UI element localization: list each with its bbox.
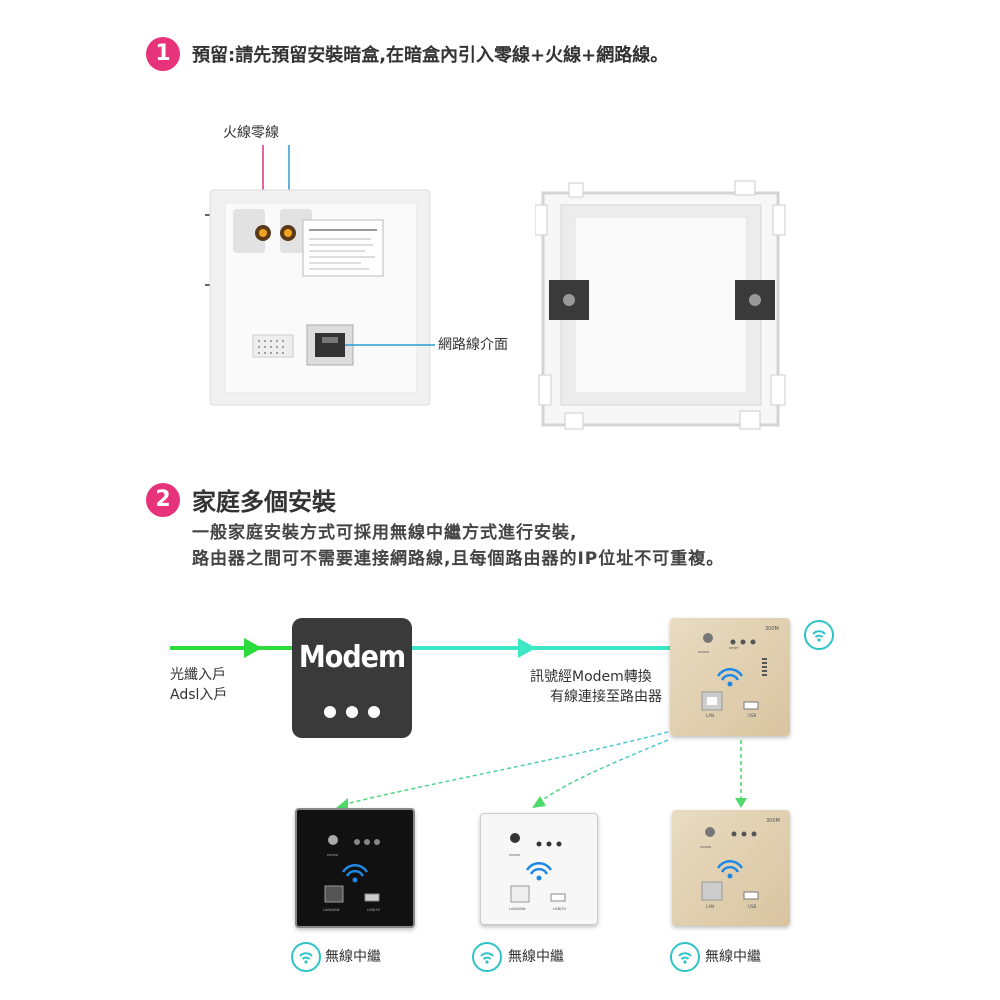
input-label-adsl: Adsl入戶 [170, 687, 228, 703]
step-2-desc-line-1: 一般家庭安裝方式可採用無線中繼方式進行安裝, [192, 523, 578, 543]
router-panel-graphic: POWER LAN/WAN USB/5V [509, 833, 567, 911]
svg-text:RESET: RESET [729, 646, 739, 650]
svg-text:USB/5V: USB/5V [553, 907, 567, 911]
router-panel-graphic: 300M RESET POWER LAN USB [698, 626, 779, 718]
modem-to-router-arrow-head [518, 638, 536, 658]
relay-link-2 [537, 739, 669, 804]
svg-text:LAN: LAN [706, 904, 714, 909]
svg-text:LAN: LAN [706, 713, 714, 718]
svg-text:POWER: POWER [698, 650, 709, 654]
svg-text:USB: USB [748, 713, 756, 718]
svg-text:LAN/WAN: LAN/WAN [323, 908, 340, 912]
relay-3-wifi-icon [670, 942, 700, 972]
svg-text:USB: USB [748, 904, 756, 909]
main-router-panel: 300M RESET POWER LAN USB [670, 618, 790, 736]
input-arrow-head [244, 638, 262, 658]
svg-text:300M: 300M [766, 818, 780, 824]
relay-2-wifi-icon [472, 942, 502, 972]
junction-box-photo [535, 180, 786, 430]
convert-label-1: 訊號經Modem轉換 [530, 669, 652, 685]
svg-text:300M: 300M [765, 626, 779, 632]
input-label-fiber: 光纖入戶 [170, 667, 226, 683]
wire-label: 火線零線 [223, 125, 279, 141]
svg-text:USB/5V: USB/5V [367, 908, 381, 912]
relay-router-black: POWER LAN/WAN USB/5V [295, 808, 415, 928]
modem-dots-icon [310, 706, 394, 718]
network-interface-label: 網路線介面 [438, 337, 508, 353]
svg-text:LAN/WAN: LAN/WAN [509, 907, 526, 911]
step-2-description: 一般家庭安裝方式可採用無線中繼方式進行安裝, 路由器之間可不需要連接網路線,且每… [192, 520, 724, 572]
relay-link-1 [341, 731, 669, 806]
modem-label: Modem [298, 640, 406, 675]
step-2-desc-line-2: 路由器之間可不需要連接網路線,且每個路由器的IP位址不可重複。 [192, 549, 725, 569]
svg-text:POWER: POWER [509, 853, 520, 857]
step-1-badge: 1 [146, 37, 180, 71]
relay-3-label: 無線中繼 [705, 949, 761, 965]
svg-text:POWER: POWER [327, 853, 338, 857]
router-panel-graphic: 300M POWER LAN USB [700, 818, 780, 909]
router-panel-graphic: POWER LAN/WAN USB/5V [323, 835, 381, 912]
step-2-badge: 2 [146, 483, 180, 517]
step-1-text: 預留:請先預留安裝暗盒,在暗盒內引入零線+火線+網路線。 [192, 45, 669, 66]
svg-text:POWER: POWER [700, 845, 711, 849]
main-router-wifi-icon [804, 620, 834, 650]
relay-1-label: 無線中繼 [325, 949, 381, 965]
convert-label-2: 有線連接至路由器 [550, 689, 662, 705]
modem-box: Modem [292, 618, 412, 738]
relay-router-gold: 300M POWER LAN USB [672, 810, 790, 926]
panel-back-photo: 火線零線 網路線介面 [205, 125, 508, 406]
relay-2-label: 無線中繼 [508, 949, 564, 965]
step-2-title: 家庭多個安裝 [192, 488, 336, 516]
network-diagram-arrows [170, 638, 747, 810]
relay-router-white: POWER LAN/WAN USB/5V [480, 813, 598, 925]
relay-1-wifi-icon [291, 942, 321, 972]
